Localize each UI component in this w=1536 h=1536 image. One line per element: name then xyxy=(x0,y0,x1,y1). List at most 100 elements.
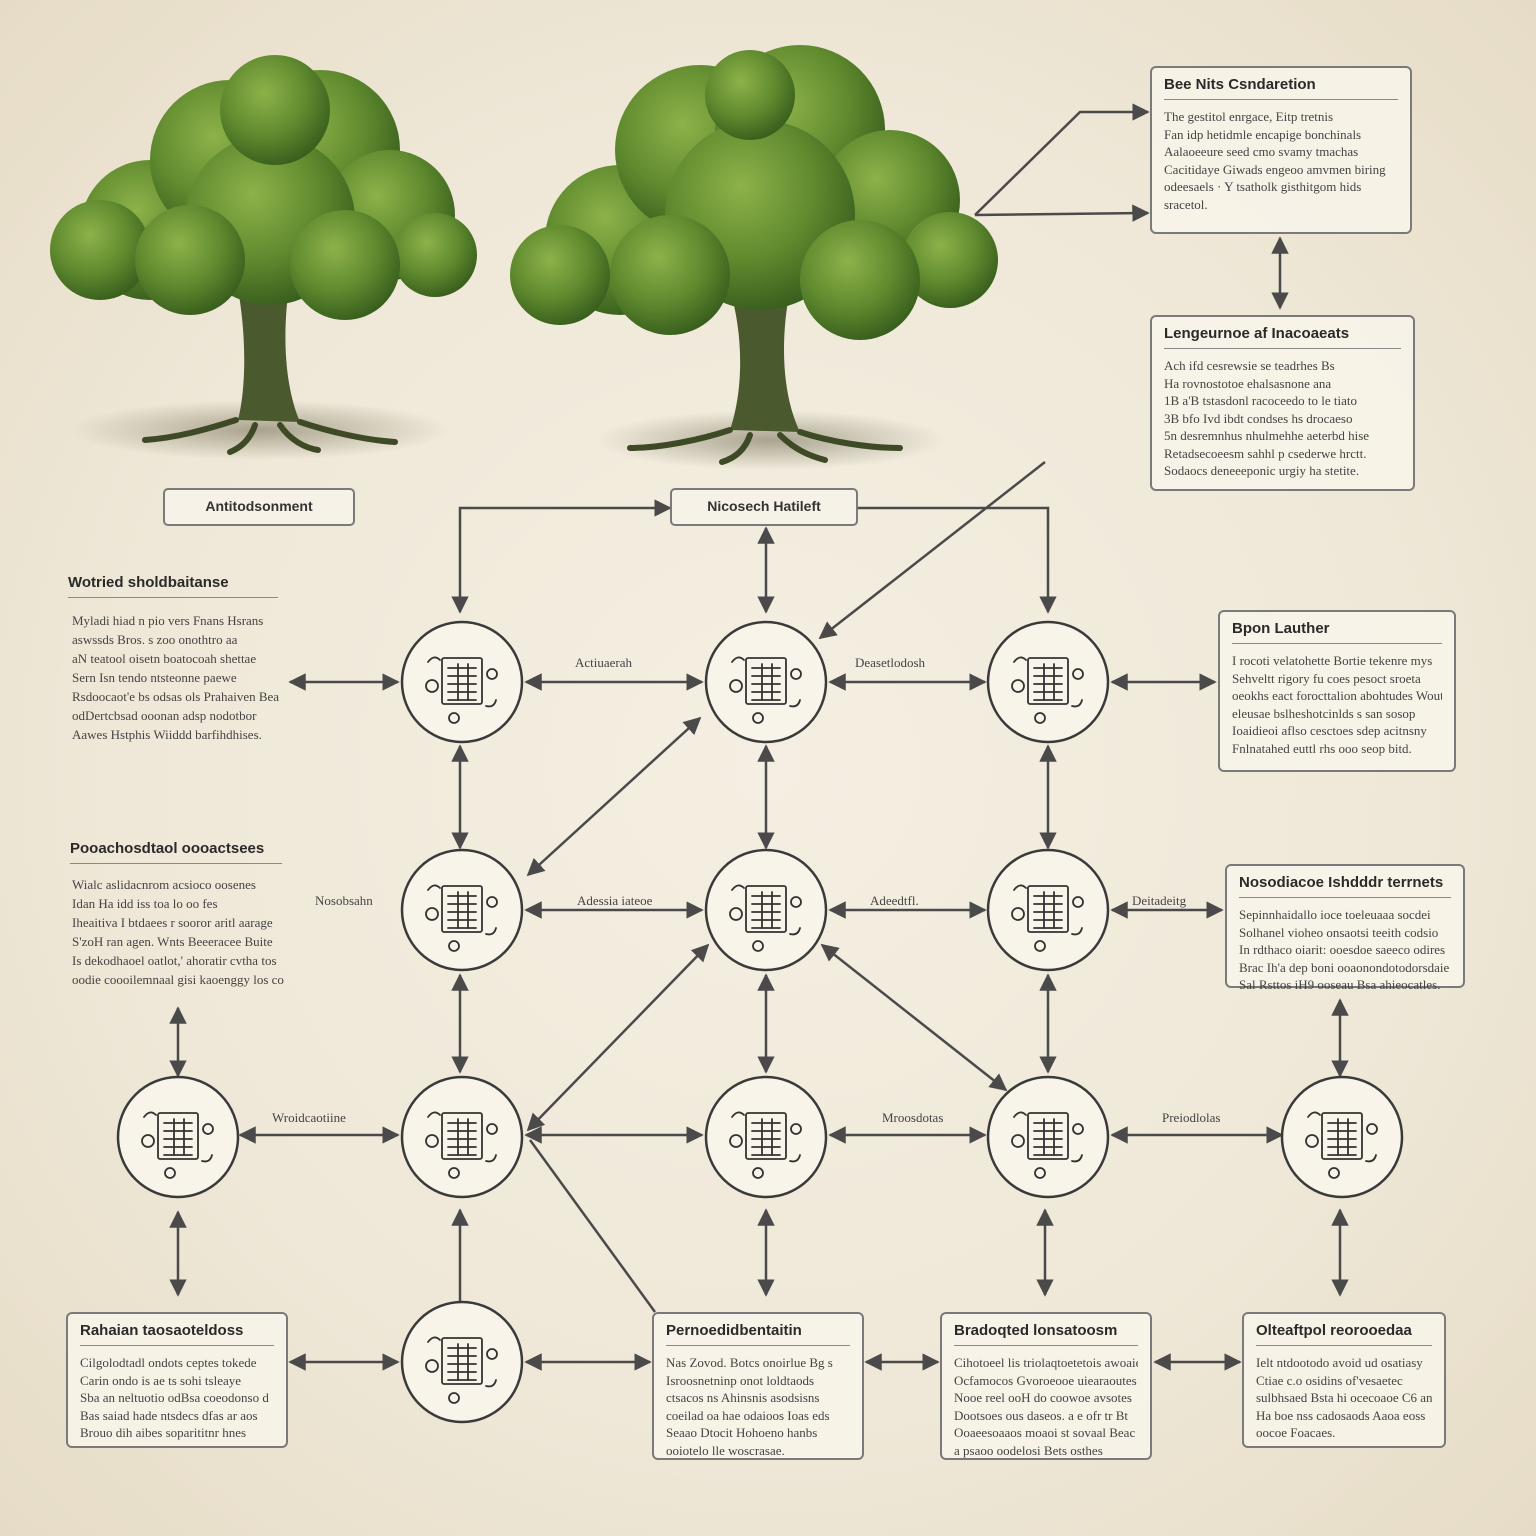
info-box-line: Retadsecoeesm sahhl p csederwe hrctt. xyxy=(1164,445,1401,463)
process-node xyxy=(402,850,522,970)
label-pill-left: Antitodsonment xyxy=(163,488,355,526)
info-box-line: coeilad oa hae odaioos Ioas eds xyxy=(666,1407,850,1425)
edge-label: Mroosdotas xyxy=(882,1110,943,1126)
info-box-line: Iheaitiva I btdaees r sooror aritl aarag… xyxy=(72,914,284,932)
info-box-line: sulbhsaed Bsta hi ocecoaoe C6 ans xyxy=(1256,1389,1432,1407)
edge-label: Wroidcaotiine xyxy=(272,1110,346,1126)
info-box-top-right: Bee Nits Csndaretion The gestitol enrgac… xyxy=(1150,66,1412,234)
info-box-line: Ha boe nss cadosaods Aaoa eoss xyxy=(1256,1407,1432,1425)
info-box-line: Sepinnhaidallo ioce toeleuaaa socdei xyxy=(1239,906,1451,924)
process-node xyxy=(1282,1077,1402,1197)
info-box-line: Is dekodhaoel oatlot,' ahoratir cvtha to… xyxy=(72,952,284,970)
info-box-title: Bradoqted lonsatoosm xyxy=(954,1322,1138,1346)
info-box-bottom-2: Pernoedidbentaitin Nas Zovod. Botcs onoi… xyxy=(652,1312,864,1460)
edge-top-left-bracket xyxy=(460,508,670,612)
info-box-line: Ctiae c.o osidins of'vesaetec xyxy=(1256,1372,1432,1390)
process-node xyxy=(988,622,1108,742)
info-box-bottom-1: Rahaian taosaoteldoss Cilgolodtadl ondot… xyxy=(66,1312,288,1448)
info-box-line: ctsacos ns Ahinsnis asodsisns xyxy=(666,1389,850,1407)
info-box-line: Sehveltt rigory fu coes pesoct sroeta xyxy=(1232,670,1442,688)
info-box-line: 1B a'B tstasdonl racoceedo to le tiato xyxy=(1164,392,1401,410)
edge-label: Actiuaerah xyxy=(575,655,632,671)
info-box-line: eleusae bslheshotcinlds s san sosop xyxy=(1232,705,1442,723)
info-box-line: aN teatool oisetn boatocoah shettae xyxy=(72,650,282,668)
info-box-line: Cilgolodtadl ondots ceptes tokede xyxy=(80,1354,274,1372)
process-nodes xyxy=(118,622,1402,1422)
edge-label: Preiodlolas xyxy=(1162,1110,1221,1126)
info-box-line: 3B bfo Ivd ibdt condses hs drocaeso xyxy=(1164,410,1401,428)
info-box-line: Aawes Hstphis Wiiddd barfihdhises. xyxy=(72,726,282,744)
label-pill-center: Nicosech Hatileft xyxy=(670,488,858,526)
info-box-line: Idan Ha idd iss toa lo oo fes xyxy=(72,895,284,913)
info-box-line: Sodaocs deneeeponic urgiy ha stetite. xyxy=(1164,462,1401,480)
info-box-line: odDertcbsad ooonan adsp nodotbor xyxy=(72,707,282,725)
info-box-line: aswssds Bros. s zoo onothtro aa xyxy=(72,631,282,649)
info-box-line: Sal Rsttos iH9 ooseau Bsa ahieocatles. xyxy=(1239,976,1451,994)
info-box-line: Wialc aslidacnrom acsioco oosenes xyxy=(72,876,284,894)
info-box-line: Sba an neltuotio odBsa coeodonso d xyxy=(80,1389,274,1407)
edge-tree-to-box-1 xyxy=(975,112,1148,215)
process-node xyxy=(706,850,826,970)
info-box-title: Pernoedidbentaitin xyxy=(666,1322,850,1346)
edge-label: Adeedtfl. xyxy=(870,893,919,909)
info-box-line: Rsdoocaot'e bs odsas ols Prahaiven Bea xyxy=(72,688,282,706)
process-node xyxy=(402,1302,522,1422)
info-box-line: sracetol. xyxy=(1164,196,1398,214)
info-box-line: Ha rovnostotoe ehalsasnone ana xyxy=(1164,375,1401,393)
info-box-line: Ocfamocos Gvoroeooe uiearaoutes xyxy=(954,1372,1138,1390)
edge-label: Deitadeitg xyxy=(1132,893,1186,909)
info-box-left-1-title: Wotried sholdbaitanse xyxy=(68,574,278,598)
info-box-title: Nosodiacoe Ishdddr terrnets xyxy=(1239,874,1451,898)
info-box-line: In rdthaco oiarit: ooesdoe saeeco odires xyxy=(1239,941,1451,959)
info-box-right-1: Bpon Lauther I rocoti velatohette Bortie… xyxy=(1218,610,1456,772)
info-box-line: Aalaoeeure seed cmo svamy tmachas xyxy=(1164,143,1398,161)
info-box-title: Bee Nits Csndaretion xyxy=(1164,76,1398,100)
info-box-line: 5n desremnhus nhulmehhe aeterbd hise xyxy=(1164,427,1401,445)
info-box-line: oodie coooilemnaal gisi kaoenggy los coo xyxy=(72,971,284,989)
process-node xyxy=(402,1077,522,1197)
info-box-line: Brac Ih'a dep boni ooaonondotodorsdaie xyxy=(1239,959,1451,977)
info-box-line: Bas saiad hade ntsdecs dfas ar aos xyxy=(80,1407,274,1425)
info-box-line: Ach ifd cesrewsie se teadrhes Bs xyxy=(1164,357,1401,375)
info-box-title: Bpon Lauther xyxy=(1232,620,1442,644)
info-box-line: Dootsoes ous daseos. a e ofr tr Bt xyxy=(954,1407,1138,1425)
info-box-line: Ooaeesoaaos moaoi st sovaal Beac xyxy=(954,1424,1138,1442)
info-box-bottom-3: Bradoqted lonsatoosm Cihotoeel lis triol… xyxy=(940,1312,1152,1460)
info-box-line: Cihotoeel lis triolaqtoetetois awoaie xyxy=(954,1354,1138,1372)
info-box-line: Myladi hiad n pio vers Fnans Hsrans xyxy=(72,612,282,630)
edge-tree-to-box-2 xyxy=(975,213,1148,215)
info-box-line: The gestitol enrgace, Eitp tretnis xyxy=(1164,108,1398,126)
process-node xyxy=(988,850,1108,970)
info-box-line: Ielt ntdootodo avoid ud osatiasy xyxy=(1256,1354,1432,1372)
info-box-line: Seaao Dtocit Hohoeno hanbs xyxy=(666,1424,850,1442)
process-node xyxy=(118,1077,238,1197)
info-box-line: Nas Zovod. Botcs onoirlue Bg s xyxy=(666,1354,850,1372)
info-box-title: Lengeurnoe af Inacoaeats xyxy=(1164,325,1401,349)
info-box-right-2: Nosodiacoe Ishdddr terrnets Sepinnhaidal… xyxy=(1225,864,1465,988)
info-box-line: Carin ondo is ae ts sohi tsleaye xyxy=(80,1372,274,1390)
info-box-right-mid: Lengeurnoe af Inacoaeats Ach ifd cesrews… xyxy=(1150,315,1415,491)
info-box-line: Ioaidieoi aflso cesctoes sdep acitnsny xyxy=(1232,722,1442,740)
tree-illustration-left xyxy=(50,55,477,460)
edge-label: Adessia iateoe xyxy=(577,893,652,909)
info-box-title: Rahaian taosaoteldoss xyxy=(80,1322,274,1346)
tree-illustration-center xyxy=(510,45,998,470)
info-box-line: oeokhs eact forocttalion abohtudes Wout xyxy=(1232,687,1442,705)
info-box-line: Brouo dih aibes soparititnr hnes xyxy=(80,1424,274,1442)
info-box-line: odeesaels · Y tsatholk gisthitgom hids xyxy=(1164,178,1398,196)
process-node xyxy=(402,622,522,742)
process-node xyxy=(706,1077,826,1197)
info-box-line: Nooe reel ooH do coowoe avsotes xyxy=(954,1389,1138,1407)
info-box-line: Cacitidaye Giwads engeoo amvmen biring xyxy=(1164,161,1398,179)
info-box-line: Isroosnetninp onot loldtaods xyxy=(666,1372,850,1390)
info-box-line: oocoe Foacaes. xyxy=(1256,1424,1432,1442)
info-box-line: I rocoti velatohette Bortie tekenre mys xyxy=(1232,652,1442,670)
process-node xyxy=(988,1077,1108,1197)
info-box-line: S'zoH ran agen. Wnts Beeeracee Buite xyxy=(72,933,284,951)
info-box-line: a psaoo oodelosi Bets osthes xyxy=(954,1442,1138,1460)
info-box-line: Sern Isn tendo ntsteonne paewe xyxy=(72,669,282,687)
edge-top-right-bracket xyxy=(858,508,1048,612)
info-box-title: Olteaftpol reorooedaa xyxy=(1256,1322,1432,1346)
info-box-left-2-title: Pooachosdtaol oooactsees xyxy=(70,840,282,864)
info-box-line: Fnlnatahed euttl rhs ooo seop bitd. xyxy=(1232,740,1442,758)
